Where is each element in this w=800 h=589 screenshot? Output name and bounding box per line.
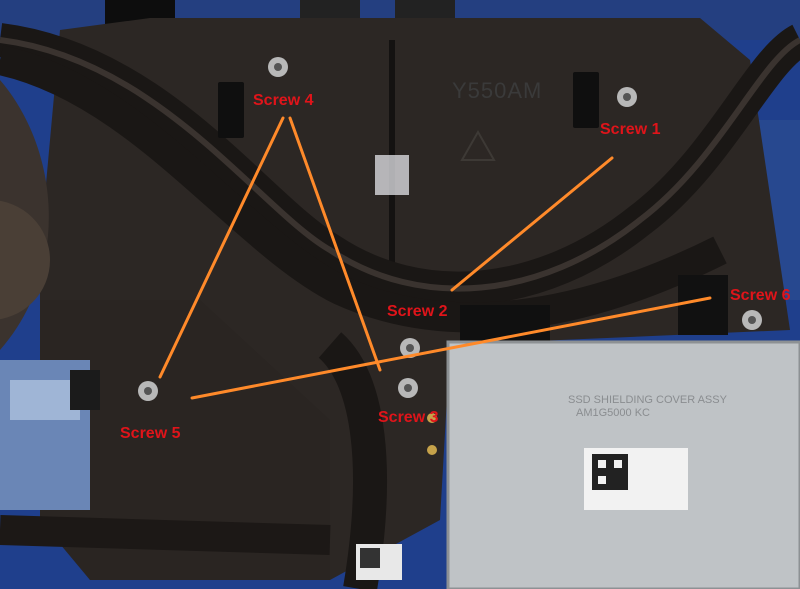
foam-pad xyxy=(678,275,728,335)
screw-icon xyxy=(400,338,420,358)
screw-2-label: Screw 2 xyxy=(387,303,448,320)
screw-6-label: Screw 6 xyxy=(730,287,791,304)
screw-3-label: Screw 3 xyxy=(378,409,439,426)
foam-pad xyxy=(218,82,244,138)
screw-icon xyxy=(617,87,637,107)
pointer-line-screw-4-a xyxy=(158,116,285,379)
screw-icon xyxy=(742,310,762,330)
annotation-lines xyxy=(158,116,712,400)
pointer-line-screw-1 xyxy=(450,156,614,292)
screw-5-label: Screw 5 xyxy=(120,425,181,442)
pointer-line-screw-4-b xyxy=(288,116,382,372)
ssd-shield-marking: SSD SHIELDING COVER ASSY xyxy=(568,394,727,406)
ssd-shield-part-marking: AM1G5000 KC xyxy=(576,407,650,419)
pointer-line-screw-5-6 xyxy=(190,296,712,400)
heatsink-model-marking: Y550AM xyxy=(452,78,543,103)
screw-icon xyxy=(268,57,288,77)
screw-icon xyxy=(398,378,418,398)
screw-icon xyxy=(138,381,158,401)
screw-1-label: Screw 1 xyxy=(600,121,661,138)
screw-4-label: Screw 4 xyxy=(253,92,314,109)
